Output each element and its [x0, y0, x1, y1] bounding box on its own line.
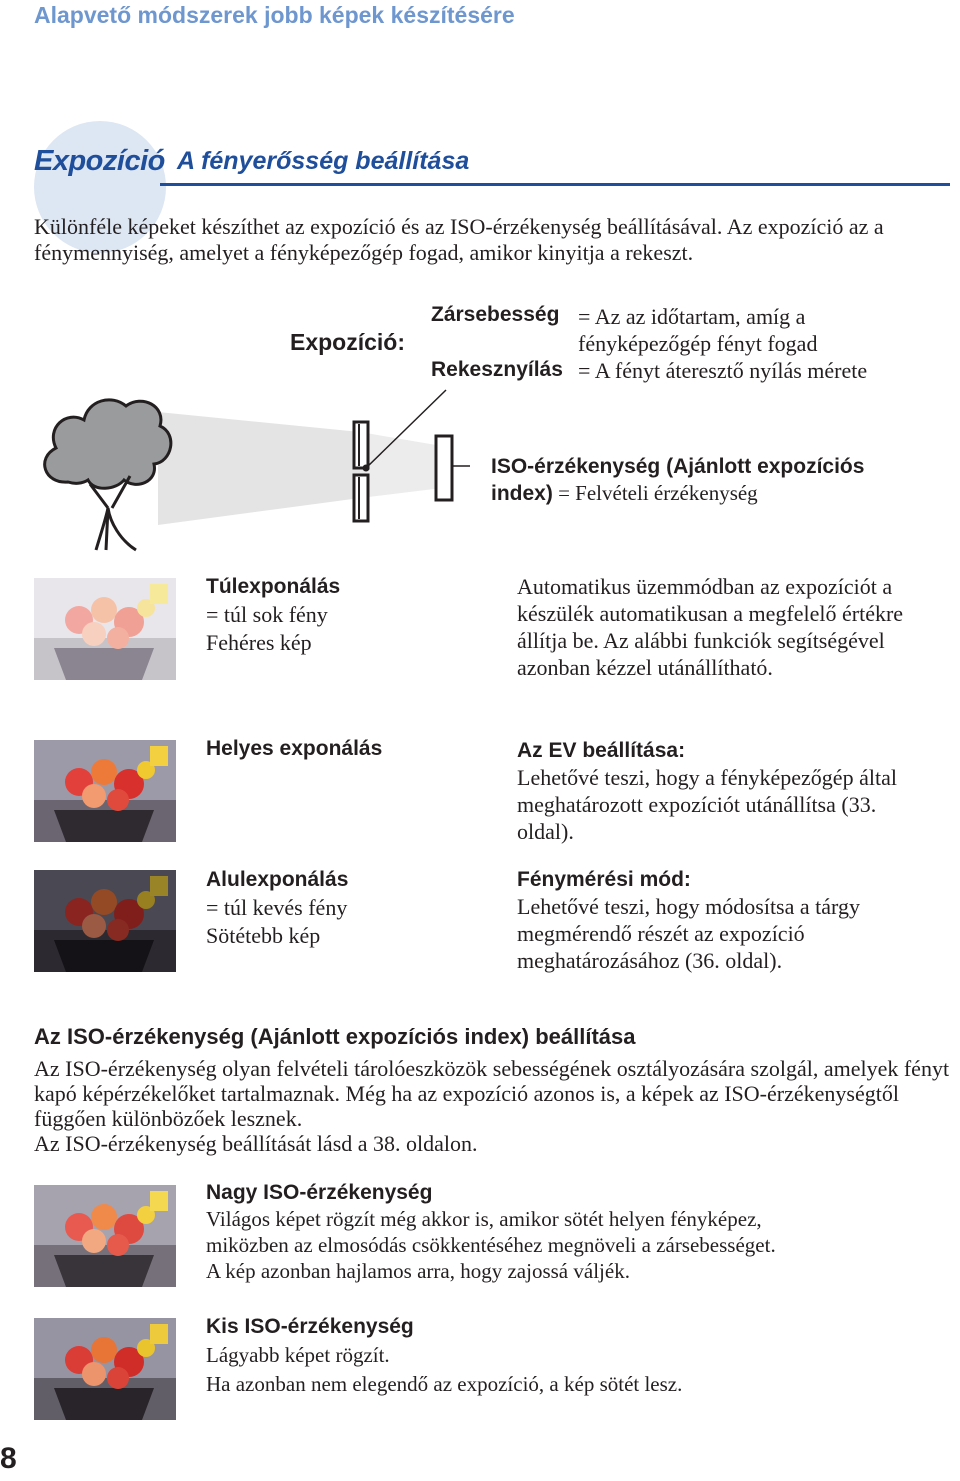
iso-section-paragraph: Az ISO-érzékenység olyan felvételi tárol… — [34, 1056, 950, 1131]
low-iso-title: Kis ISO-érzékenység — [206, 1315, 414, 1338]
ev-adjust-block: Az EV beállítása: Lehetővé teszi, hogy a… — [517, 737, 937, 845]
light-beam — [158, 412, 360, 525]
intro-paragraph: Különféle képeket készíthet az expozíció… — [34, 214, 884, 265]
underexposed-photo — [34, 870, 176, 972]
shutter-speed-term: Zársebesség — [431, 303, 560, 326]
section-label: Expozíció — [34, 145, 165, 177]
metering-mode-title: Fénymérési mód: — [517, 868, 691, 891]
aperture-definition: = A fényt áteresztő nyílás mérete — [578, 358, 868, 383]
ev-adjust-text: Lehetővé teszi, hogy a fényképezőgép ált… — [517, 765, 897, 844]
low-iso-line1: Lágyabb képet rögzít. — [206, 1343, 390, 1367]
aperture-term: Rekesznyílás — [431, 358, 563, 381]
correct-exposure-title: Helyes exponálás — [206, 737, 383, 760]
underexposure-title: Alulexponálás — [206, 868, 349, 891]
high-iso-block: Nagy ISO-érzékenység Világos képet rögzí… — [206, 1180, 926, 1284]
iso-definition: = Felvételi érzékenység — [558, 481, 758, 505]
underexposure-line1: = túl kevés fény — [206, 895, 348, 920]
tree-icon — [43, 398, 173, 552]
low-iso-block: Kis ISO-érzékenység Lágyabb képet rögzít… — [206, 1312, 926, 1399]
high-iso-photo — [34, 1185, 176, 1287]
shutter-speed-definition: = Az az időtartam, amíg a fényképezőgép … — [578, 304, 818, 356]
section-circle-decoration — [34, 121, 166, 253]
overexposure-line1: = túl sok fény — [206, 602, 328, 627]
page-number: 8 — [0, 1442, 17, 1475]
sensor-icon — [434, 434, 470, 502]
underexposure-description: Alulexponálás = túl kevés fény Sötétebb … — [206, 866, 348, 950]
overexposure-title: Túlexponálás — [206, 575, 341, 598]
high-iso-line1: Világos képet rögzít még akkor is, amiko… — [206, 1207, 762, 1231]
section-rule — [160, 183, 950, 186]
ev-adjust-title: Az EV beállítása: — [517, 739, 686, 762]
low-iso-photo — [34, 1318, 176, 1420]
iso-term: ISO-érzékenység (Ajánlott expozíciós ind… — [491, 455, 865, 505]
high-iso-line2: miközben az elmosódás csökkentéséhez meg… — [206, 1233, 776, 1257]
overexposed-photo — [34, 578, 176, 680]
shutter-icon — [352, 389, 447, 523]
metering-mode-text: Lehetővé teszi, hogy módosítsa a tárgy m… — [517, 894, 860, 973]
low-iso-line2: Ha azonban nem elegendő az expozíció, a … — [206, 1372, 683, 1396]
overexposure-description: Túlexponálás = túl sok fény Fehéres kép — [206, 573, 340, 657]
auto-mode-text: Automatikus üzemmódban az expozíciót a k… — [517, 574, 904, 680]
page-header-title: Alapvető módszerek jobb képek készítésér… — [34, 2, 515, 28]
exposure-label: Expozíció: — [290, 329, 406, 355]
iso-section-reference: Az ISO-érzékenység beállítását lásd a 38… — [34, 1131, 478, 1156]
iso-section-heading: Az ISO-érzékenység (Ajánlott expozíciós … — [34, 1024, 636, 1049]
correct-exposure-photo — [34, 740, 176, 842]
exposure-diagram — [43, 389, 470, 552]
section-title: A fényerősség beállítása — [177, 147, 470, 175]
high-iso-line3: A kép azonban hajlamos arra, hogy zajoss… — [206, 1259, 630, 1283]
overexposure-line2: Fehéres kép — [206, 630, 312, 655]
light-beam-inner — [360, 432, 442, 498]
metering-mode-block: Fénymérési mód: Lehetővé teszi, hogy mód… — [517, 866, 937, 974]
high-iso-title: Nagy ISO-érzékenység — [206, 1181, 433, 1204]
underexposure-line2: Sötétebb kép — [206, 923, 321, 948]
iso-sensitivity-label: ISO-érzékenység (Ajánlott expozíciós ind… — [491, 453, 931, 507]
iso-section-body: Az ISO-érzékenység olyan felvételi tárol… — [34, 1056, 954, 1156]
correct-exposure-description: Helyes exponálás — [206, 735, 382, 763]
